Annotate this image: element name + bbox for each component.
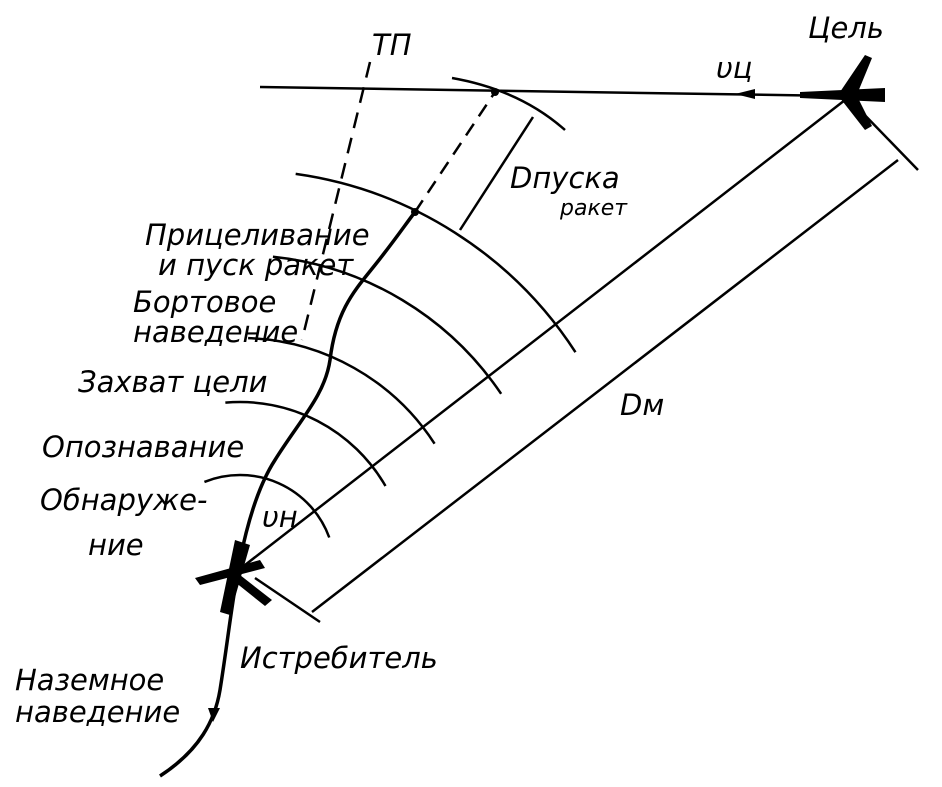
aiming-arc — [295, 172, 577, 353]
tp-label: ТП — [372, 28, 412, 62]
onboard-guidance-label: Бортовое — [133, 285, 276, 319]
target-lock-label: Захват цели — [78, 365, 267, 399]
fighter-label: Истребитель — [240, 641, 438, 675]
launch-point — [411, 208, 419, 216]
launch-range-arc — [451, 76, 566, 131]
identification-label: Опознавание — [42, 430, 244, 464]
dm-label: Dм — [620, 388, 664, 422]
ground-guidance-arrow — [208, 708, 220, 722]
fighter-velocity-label: υн — [262, 500, 298, 534]
onboard-guidance-label-2: наведение — [133, 315, 298, 349]
line-of-sight — [244, 99, 846, 566]
ground-guidance-label: Наземное — [15, 663, 164, 697]
d-launch-label: Dпуска — [510, 161, 620, 195]
target-velocity-arrow — [735, 89, 755, 99]
lock-arc — [248, 336, 436, 445]
target-track-point — [491, 88, 499, 96]
d-launch-label-2: ракет — [559, 196, 628, 221]
fighter-path — [159, 210, 417, 778]
aiming-label-2: и пуск ракет — [158, 248, 354, 282]
dm-extension-fighter — [254, 576, 321, 624]
onboard-arc — [272, 255, 503, 395]
dm-dimension-line — [311, 159, 899, 613]
aiming-label: Прицеливание — [145, 218, 370, 252]
target-velocity-label: υц — [716, 51, 753, 85]
target-label: Цель — [808, 11, 884, 45]
fighter-aircraft-icon — [195, 540, 272, 615]
launch-dashed-line — [413, 91, 497, 213]
ground-guidance-label-2: наведение — [15, 695, 180, 729]
identify-arc — [225, 400, 387, 487]
detection-label: Обнаруже- — [40, 483, 207, 517]
detection-label-2: ние — [88, 528, 144, 562]
target-aircraft-icon — [800, 55, 885, 130]
detect-arc — [203, 473, 331, 538]
tp-dashed-line — [300, 61, 372, 341]
d-launch-dimension — [458, 116, 535, 231]
